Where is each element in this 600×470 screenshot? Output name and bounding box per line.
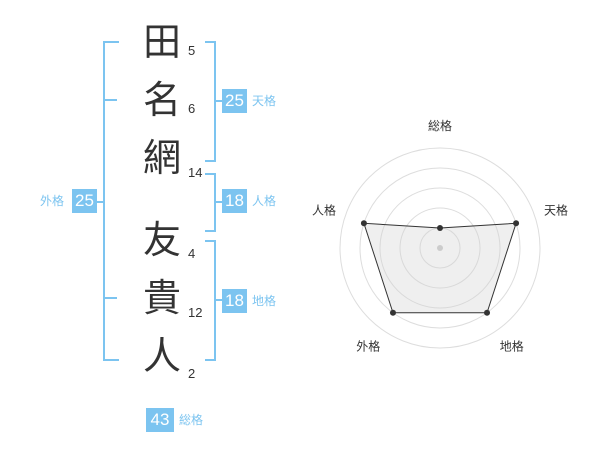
name-char-5: 貴 — [142, 276, 181, 320]
radar-axis-label-2: 天格 — [544, 202, 568, 217]
radar-axis-label-4: 外格 — [356, 339, 380, 354]
tenkaku-value-badge: 25 — [222, 89, 247, 113]
radar-point-3 — [484, 309, 491, 316]
soukaku-label: 総格 — [179, 413, 204, 427]
radar-grid-ring-5 — [339, 147, 541, 349]
soukaku-value-badge: 43 — [146, 408, 174, 432]
jinkaku-value-badge: 18 — [222, 189, 247, 213]
radar-point-2 — [513, 220, 520, 227]
name-char-4: 友 — [142, 218, 181, 262]
radar-grid-ring-4 — [359, 167, 521, 329]
gaikaku-inner-tick-bottom — [103, 297, 117, 299]
stroke-count-5: 12 — [188, 305, 203, 320]
radar-point-5 — [360, 220, 367, 227]
radar-grid-ring-3 — [379, 187, 501, 309]
chikaku-label: 地格 — [252, 294, 277, 308]
stroke-count-4: 4 — [188, 246, 196, 261]
name-char-6: 人 — [142, 334, 181, 378]
radar-grid-ring-2 — [399, 207, 481, 289]
radar-center-dot — [437, 245, 443, 251]
radar-axis-label-5: 人格 — [312, 202, 336, 217]
chikaku-connector — [214, 299, 222, 301]
name-char-1: 田 — [142, 20, 181, 64]
radar-point-4 — [389, 309, 396, 316]
stroke-count-1: 5 — [188, 43, 196, 58]
gaikaku-value-badge: 25 — [72, 189, 97, 213]
jinkaku-label: 人格 — [252, 194, 277, 208]
stroke-count-3: 14 — [188, 165, 203, 180]
gaikaku-label: 外格 — [40, 194, 65, 208]
jinkaku-connector — [214, 201, 222, 203]
radar-data-polygon — [363, 222, 517, 314]
name-char-3: 網 — [142, 136, 181, 180]
stroke-count-6: 2 — [188, 366, 196, 381]
stroke-count-2: 6 — [188, 101, 196, 116]
name-char-2: 名 — [142, 78, 181, 122]
radar-axis-label-3: 地格 — [500, 339, 524, 354]
radar-point-1 — [437, 225, 443, 231]
gaikaku-bracket — [103, 41, 119, 361]
tenkaku-connector — [214, 100, 222, 102]
tenkaku-label: 天格 — [252, 94, 277, 108]
gaikaku-connector — [97, 201, 103, 203]
radar-axis-label-1: 総格 — [428, 118, 452, 133]
gaikaku-inner-tick-top — [103, 99, 117, 101]
chikaku-value-badge: 18 — [222, 289, 247, 313]
